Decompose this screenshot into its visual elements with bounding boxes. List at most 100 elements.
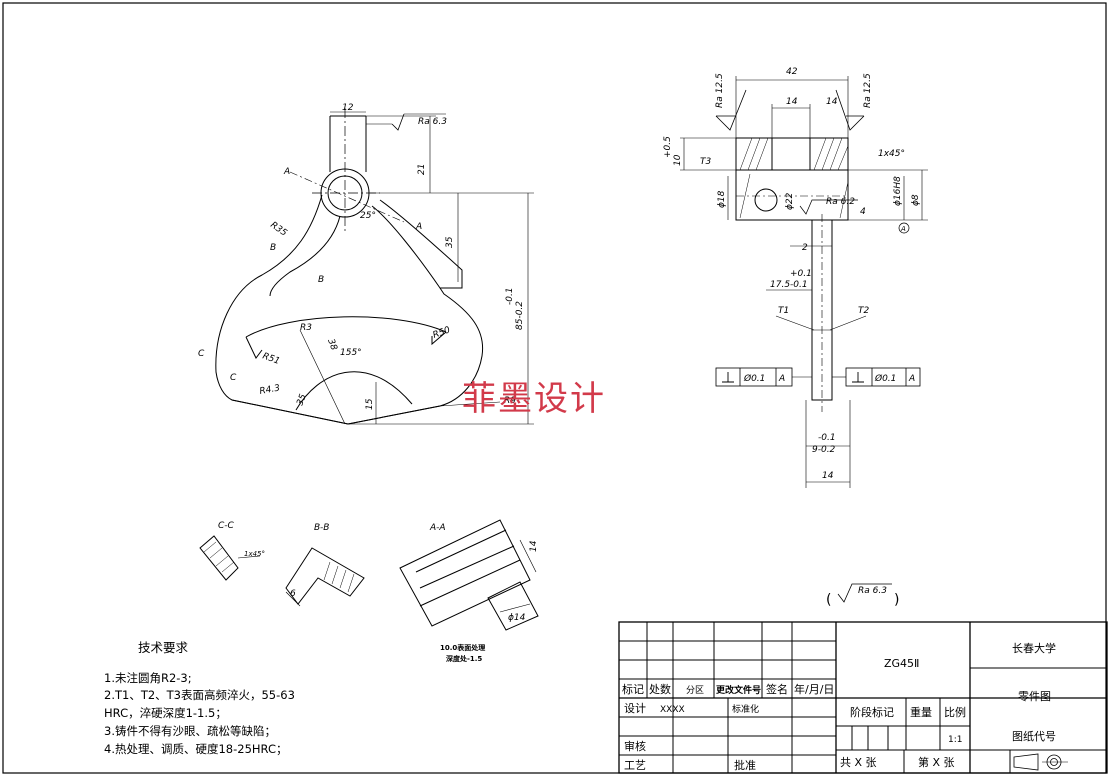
leader-t1 xyxy=(775,315,815,331)
dim-9: 9-0.2 xyxy=(812,445,836,455)
tb-designer: XXXX xyxy=(660,705,685,715)
dim-42: 42 xyxy=(786,67,798,77)
dim-25deg: 25° xyxy=(360,211,376,221)
label-section-cc: C-C xyxy=(218,521,235,531)
tech-line-3: HRC，淬硬深度1-1.5； xyxy=(104,706,227,720)
dim-minus01: -0.1 xyxy=(818,433,836,443)
dim-4: 4 xyxy=(860,207,866,217)
section-cc-shape xyxy=(199,535,239,581)
dim-r43: R4.3 xyxy=(259,383,281,396)
perp-symbol-right xyxy=(852,372,864,383)
dim-35: 35 xyxy=(445,236,455,248)
label-a-right: A xyxy=(415,222,422,232)
section-aa-note1: 10.0表面处理 xyxy=(440,643,485,652)
tb-mark: 标记 xyxy=(622,682,644,696)
dim-r35: R35 xyxy=(268,220,288,239)
technical-requirements: 技术要求 1.未注圆角R2-3; 2.T1、T2、T3表面高频淬火，55-63 … xyxy=(104,640,295,756)
dim-155deg: 155° xyxy=(340,348,362,358)
ra-sym-left xyxy=(715,89,747,131)
ra-125-right: Ra 12.5 xyxy=(863,73,873,108)
tech-title: 技术要求 xyxy=(138,640,189,655)
dim-12: 12 xyxy=(342,103,354,113)
section-aa-note2: 深度处-1.5 xyxy=(446,654,482,663)
fork-arm-outline xyxy=(215,194,484,425)
gtol-right-datum: A xyxy=(908,374,915,384)
ra-62: Ra 6.2 xyxy=(826,197,855,207)
hub-top-stub xyxy=(329,115,367,172)
section-aa-dim14-text: 14 xyxy=(529,540,539,552)
label-a-left: A xyxy=(283,167,290,177)
tech-line-1: 1.未注圆角R2-3; xyxy=(104,671,192,685)
tb-zone: 分区 xyxy=(686,685,704,696)
side-view-labels: 42 14 14 Ra 12.5 Ra 12.5 10 +0.5 T3 1x45… xyxy=(663,67,921,481)
title-block xyxy=(618,621,1108,774)
fork-slot-left xyxy=(245,336,263,359)
side-top-hatch xyxy=(739,137,849,171)
section-labels: C-C B-B A-A 1x45° 14 ϕ14 6 10.0表面处理 深度处-… xyxy=(218,521,539,663)
dim-14-a: 14 xyxy=(786,97,798,107)
dim-2: 2 xyxy=(802,243,808,253)
projection-symbol xyxy=(1013,753,1039,771)
roughness-paren-left: ( xyxy=(826,592,831,608)
dim-38: 38 xyxy=(325,338,338,352)
tb-design: 设计 xyxy=(624,702,646,715)
dim-r9: R9 xyxy=(504,396,516,406)
section-cc-chamfer: 1x45° xyxy=(244,550,265,558)
tech-line-5: 4.热处理、调质、硬度18-25HRC； xyxy=(104,742,287,756)
section-bb-dim xyxy=(285,591,301,607)
dim-phi8: ϕ8 xyxy=(911,194,921,206)
ra-125-left: Ra 12.5 xyxy=(715,73,725,108)
tb-scale-value: 1:1 xyxy=(948,735,962,745)
tech-line-4: 3.铸件不得有沙眼、疏松等缺陷； xyxy=(104,724,276,738)
dim-phi16h8: ϕ16H8 xyxy=(893,176,903,206)
fork-lower-arc xyxy=(295,371,413,411)
roughness-paren-right: ) xyxy=(894,592,899,608)
gtol-right-value: Ø0.1 xyxy=(874,373,896,384)
watermark: 菲墨设计 xyxy=(462,379,606,419)
dim-14-b: 14 xyxy=(826,97,838,107)
section-cc-hatch xyxy=(203,541,235,573)
section-aa-boss xyxy=(487,581,539,631)
section-aa-dim14 xyxy=(519,539,537,573)
dim-85-tol: -0.1 xyxy=(505,287,515,305)
section-bb-shape xyxy=(285,547,365,605)
dim-15: 15 xyxy=(365,398,375,410)
side-hub-box xyxy=(735,169,849,221)
ra-symbol-main xyxy=(391,113,405,131)
fork-inner-arc xyxy=(245,316,447,338)
ra62-leader xyxy=(799,199,858,215)
fork-arm-inner xyxy=(269,199,463,297)
side-view xyxy=(680,76,928,488)
section-cc-leader xyxy=(237,555,261,559)
label-b-right: B xyxy=(318,275,324,285)
side-top-slot xyxy=(771,137,811,171)
side-hole xyxy=(754,188,778,212)
dim-85: 85-0.2 xyxy=(515,301,525,330)
tech-line-2: 2.T1、T2、T3表面高频淬火，55-63 xyxy=(104,688,295,702)
roughness-symbol xyxy=(837,583,892,603)
title-block-text: 标记 处数 分区 更改文件号 签名 年/月/日 设计 XXXX 标准化 审核 工… xyxy=(622,641,1056,772)
tb-drawing-code: 图纸代号 xyxy=(1012,730,1056,743)
tb-sheets: 共 X 张 xyxy=(840,756,877,769)
tb-scale: 比例 xyxy=(944,705,966,719)
section-aa-inner xyxy=(415,529,521,607)
dim-r51: R51 xyxy=(261,351,281,366)
fork-base-line2 xyxy=(347,405,441,425)
dim-14-bottom: 14 xyxy=(822,471,834,481)
dim-21: 21 xyxy=(417,164,427,175)
roughness-text: Ra 6.3 xyxy=(858,586,887,596)
r3-leader xyxy=(299,329,346,425)
tb-sheet-no: 第 X 张 xyxy=(918,755,955,769)
dim-phi18: ϕ18 xyxy=(717,190,727,208)
section-aa-dim-phi14 xyxy=(499,603,531,613)
chamfer-note: 1x45° xyxy=(878,149,905,159)
tb-sign: 签名 xyxy=(766,682,788,696)
dim-plus01: +0.1 xyxy=(790,269,812,279)
r9-leader xyxy=(439,401,501,407)
tb-process: 工艺 xyxy=(624,759,646,772)
tb-approve: 批准 xyxy=(734,758,756,772)
dim-35b: 35 xyxy=(295,393,308,407)
label-t2: T2 xyxy=(858,306,869,316)
label-c-left: C xyxy=(198,349,205,359)
